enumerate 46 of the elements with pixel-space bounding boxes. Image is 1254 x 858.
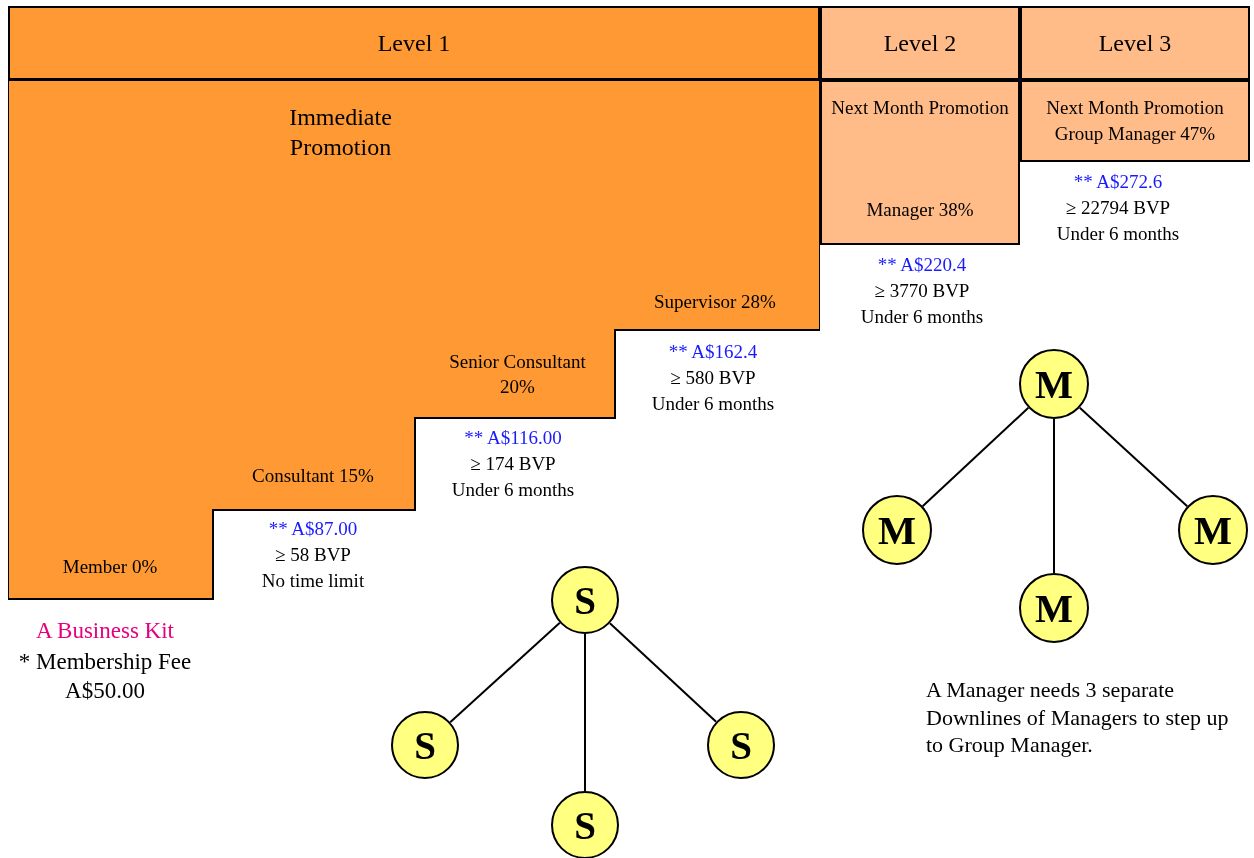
connector-line <box>584 633 586 792</box>
member-circle: S <box>707 711 775 779</box>
requirement-text: ** A$162.4 <box>667 340 759 364</box>
connector-line <box>1078 406 1189 508</box>
note-text: A Manager needs 3 separate Downlines of Managers to step up to Group Manager. <box>926 676 1230 759</box>
requirement-text: ** A$116.00 <box>463 426 563 450</box>
connector-line <box>921 406 1030 508</box>
rank-box <box>820 80 1020 245</box>
requirement-text: ** A$87.00 <box>267 517 359 541</box>
connector-line <box>1053 418 1055 574</box>
requirement-text: Under 6 months <box>1055 221 1181 246</box>
requirement-text: No time limit <box>260 568 366 593</box>
connector-line <box>449 621 561 724</box>
member-circle: M <box>1019 349 1089 419</box>
rank-label: Consultant 15% <box>223 464 403 489</box>
rank-label: Member 0% <box>30 555 190 580</box>
requirement-text: ≥ 58 BVP <box>274 542 352 567</box>
level-header: Level 2 <box>820 6 1020 80</box>
member-circle: M <box>1019 573 1089 643</box>
rank-label: Group Manager 47% <box>1053 122 1217 146</box>
requirement-text: ≥ 174 BVP <box>469 451 557 476</box>
level-header: Level 3 <box>1020 6 1250 80</box>
rank-label: Next Month Promotion <box>830 96 1010 120</box>
requirement-text: ≥ 22794 BVP <box>1064 195 1172 220</box>
heading-text: Immediate Promotion <box>288 103 393 162</box>
rank-label: Supervisor 28% <box>625 290 805 315</box>
requirement-text: ** A$220.4 <box>876 253 968 277</box>
member-circle: M <box>862 495 932 565</box>
rank-label: Next Month Promotion <box>1045 96 1225 120</box>
requirement-text: ≥ 580 BVP <box>669 365 757 390</box>
connector-line <box>608 622 718 723</box>
requirement-text: ** A$272.6 <box>1072 170 1164 194</box>
member-circle: M <box>1178 495 1248 565</box>
requirement-text: * Membership Fee A$50.00 <box>17 647 193 705</box>
member-circle: S <box>551 566 619 634</box>
requirement-text: ≥ 3770 BVP <box>873 278 971 303</box>
requirement-text: A Business Kit <box>35 617 175 645</box>
requirement-text: Under 6 months <box>450 477 576 502</box>
rank-box <box>1020 80 1250 162</box>
rank-label: Manager 38% <box>865 198 975 222</box>
requirement-text: Under 6 months <box>650 391 776 416</box>
level-header: Level 1 <box>8 6 820 80</box>
member-circle: S <box>551 791 619 858</box>
rank-label: Senior Consultant 20% <box>430 350 605 400</box>
member-circle: S <box>391 711 459 779</box>
requirement-text: Under 6 months <box>859 304 985 329</box>
